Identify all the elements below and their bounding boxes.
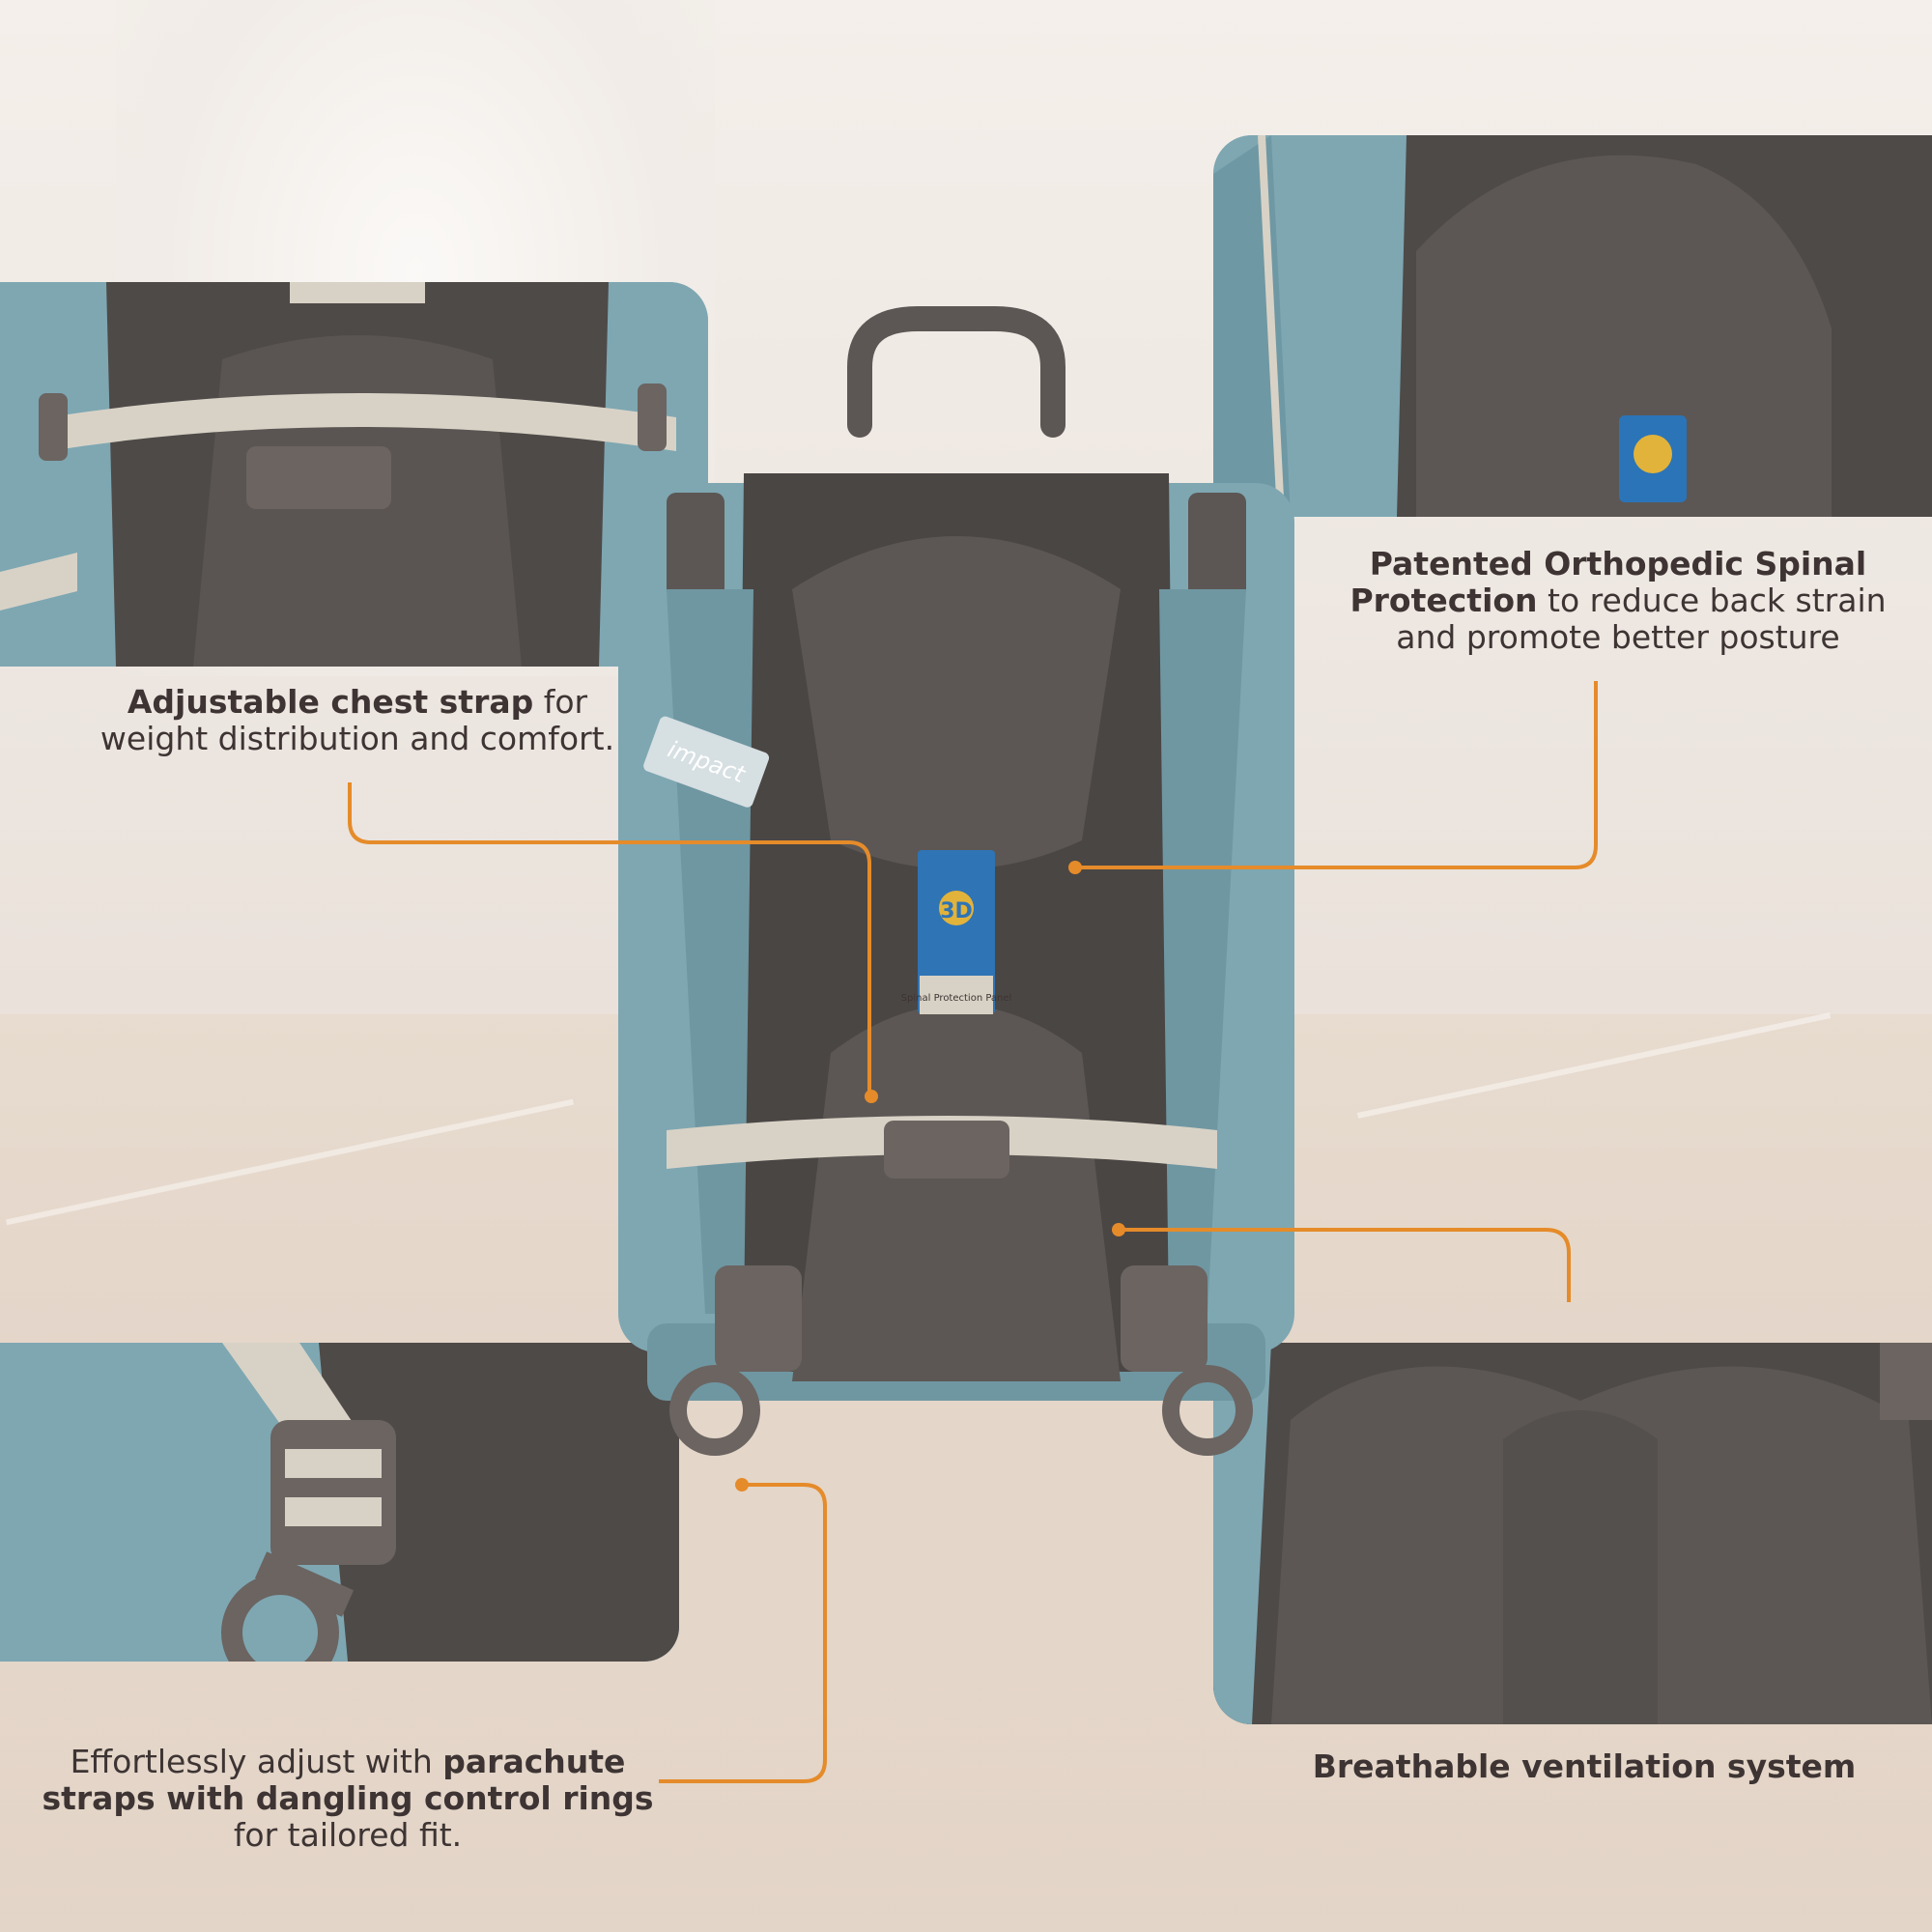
patch-badge: 3D [940,899,973,923]
chest-buckle [884,1121,1009,1179]
parachute-caption-bold-line1: parachute [442,1743,626,1780]
spinal-caption-bold-line1: Patented Orthopedic Spinal [1369,545,1867,582]
chest-strap-closeup-image [0,282,708,667]
patch-label: Spinal Protection Panel [901,993,1012,1004]
left-control-ring [669,1365,760,1456]
right-strap-adjuster [1121,1265,1208,1372]
upper-back-pad [792,536,1121,869]
chest-strap-caption-bold: Adjustable chest strap [127,683,534,721]
spinal-caption-line3: and promote better posture [1396,618,1840,656]
chest-strap-caption-line2: weight distribution and comfort. [99,720,615,757]
right-control-ring [1162,1365,1253,1456]
spinal-patch [918,850,995,1014]
spinal-protection-caption: Patented Orthopedic Spinal Protection to… [1304,546,1932,656]
chest-strap-closeup [0,282,708,667]
chest-strap-caption-text: for [533,683,588,721]
parachute-caption-text: Effortlessly adjust with [70,1743,443,1780]
parachute-straps-closeup [0,1343,679,1662]
parachute-caption-line3: for tailored fit. [233,1816,463,1854]
parachute-straps-caption: Effortlessly adjust with parachute strap… [19,1744,676,1854]
ventilation-caption: Breathable ventilation system [1312,1747,1857,1785]
spinal-protection-closeup-image [1213,135,1932,517]
chest-strap-caption: Adjustable chest strap for weight distri… [39,684,676,757]
left-strap-adjuster [715,1265,802,1372]
backpack-illustration: 3D Spinal Protection Panel impact [618,306,1294,1456]
spinal-caption-bold-line2: Protection [1350,582,1538,619]
top-handle [847,306,1065,438]
backpack-image: 3D Spinal Protection Panel impact [541,299,1372,1468]
lower-back-pad [792,1005,1121,1381]
ventilation-closeup-image [1213,1343,1932,1724]
parachute-straps-closeup-image [0,1343,679,1662]
spinal-protection-closeup [1213,135,1932,517]
spinal-caption-text: to reduce back strain [1537,582,1887,619]
ventilation-closeup [1213,1343,1932,1724]
parachute-caption-bold-line2: straps with dangling control rings [42,1779,654,1817]
